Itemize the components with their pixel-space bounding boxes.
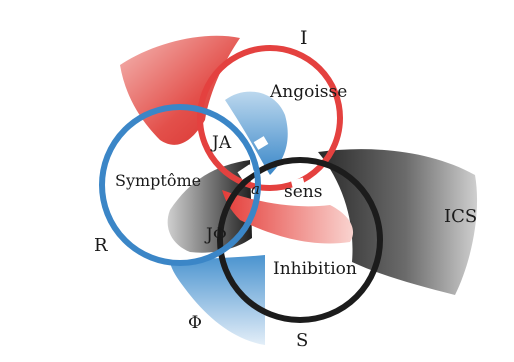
label-sens: sens [284, 182, 322, 202]
label-phi: Φ [188, 313, 202, 333]
label-ja: JA [210, 133, 232, 153]
label-a: a [251, 180, 260, 198]
label-symbolic: S [296, 330, 308, 351]
red-lobe-upper [120, 36, 240, 145]
label-inhibition: Inhibition [273, 259, 357, 279]
label-imaginary: I [300, 27, 308, 49]
label-ics: ICS [444, 206, 477, 227]
label-symptome: Symptôme [115, 171, 201, 190]
label-real: R [94, 235, 108, 256]
label-angoisse: Angoisse [269, 82, 347, 102]
label-jphi: JΦ [204, 225, 227, 245]
crossing-gap-2 [256, 140, 266, 146]
